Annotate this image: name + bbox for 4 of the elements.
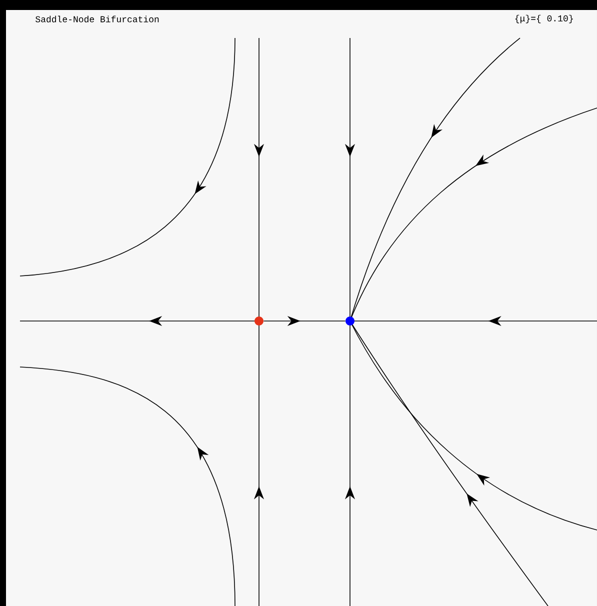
fixed-point	[346, 316, 354, 326]
fixed-point	[254, 316, 264, 326]
title: Saddle-Node Bifurcation	[36, 16, 159, 22]
parameter-value: {μ}={ 0.10}	[515, 14, 573, 24]
